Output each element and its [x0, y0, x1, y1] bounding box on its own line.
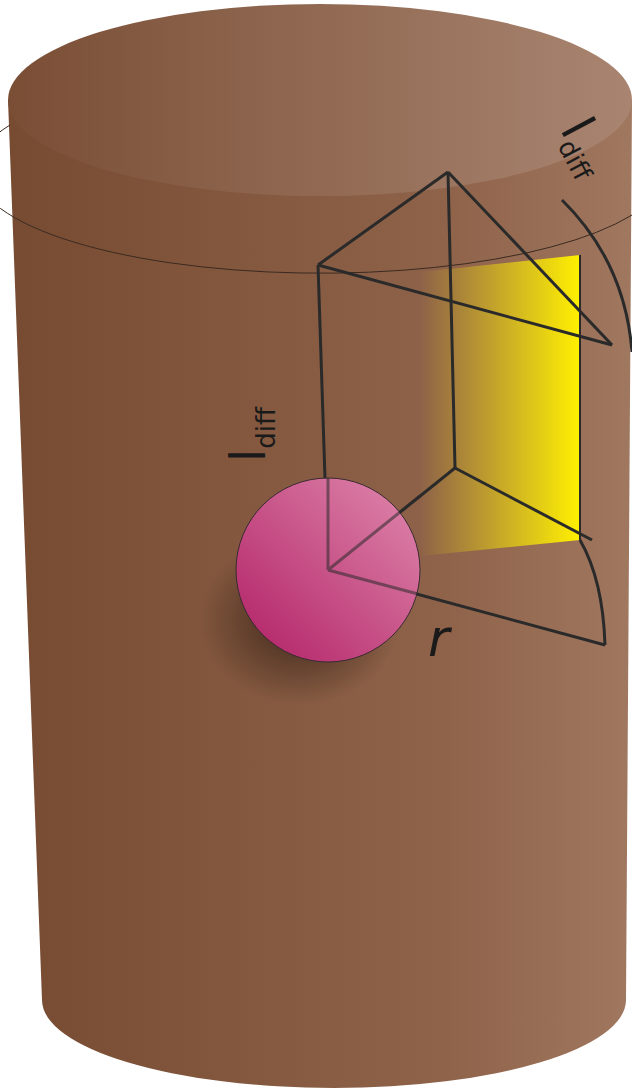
dimension-label-group: ldiff — [224, 407, 272, 462]
dimension-label: l — [220, 449, 276, 462]
top-rim — [0, 125, 632, 273]
wireframe-over-cell — [328, 478, 420, 594]
cell-sphere — [236, 478, 420, 662]
cylinder-body — [8, 100, 632, 1088]
dimension-label: diff — [251, 407, 281, 449]
cylinder-top — [8, 4, 632, 196]
radius-label: r — [428, 612, 449, 664]
